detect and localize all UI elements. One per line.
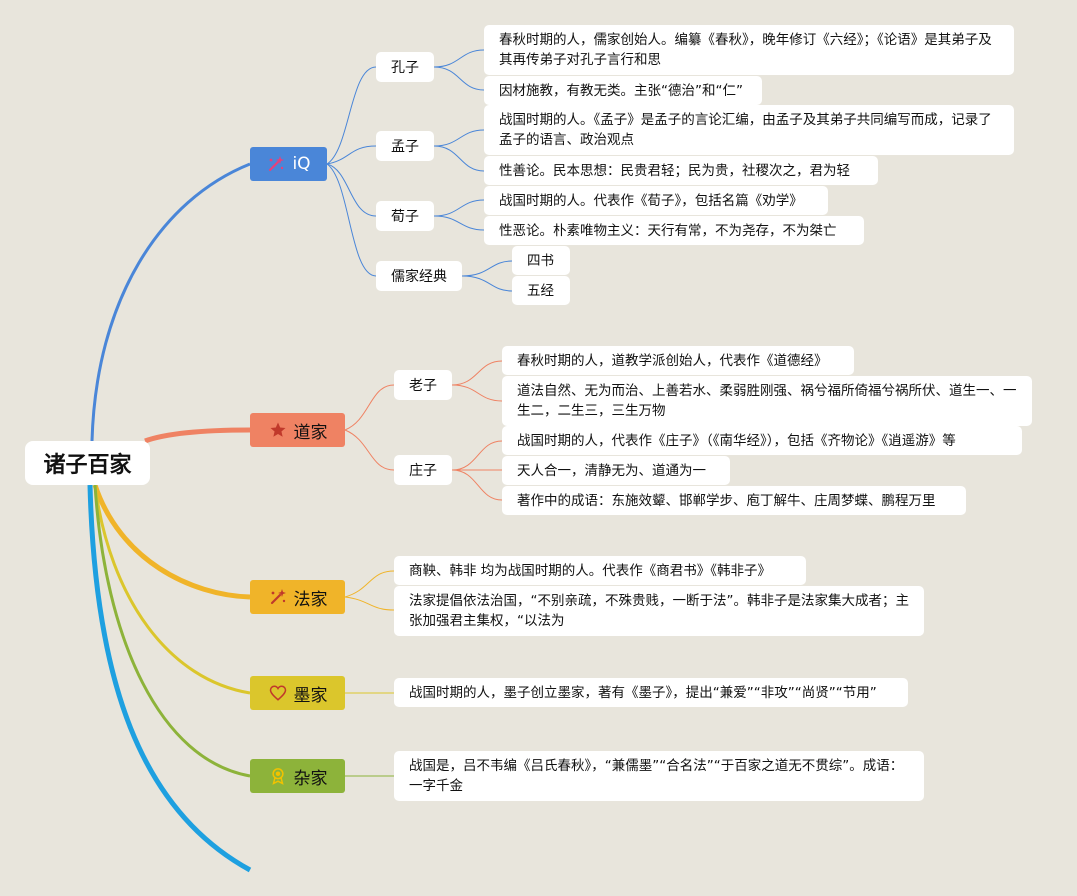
topic-label: 荀子: [391, 209, 419, 225]
category-node-za[interactable]: 杂家: [250, 759, 345, 793]
leaf-text: 战国时期的人。代表作《荀子》，包括名篇《劝学》: [499, 192, 803, 209]
leaf-zhuangzi-1[interactable]: 战国时期的人，代表作《庄子》（《南华经》），包括《齐物论》《逍遥游》等: [502, 426, 1022, 455]
leaf-laozi-1[interactable]: 春秋时期的人，道教学派创始人，代表作《道德经》: [502, 346, 854, 375]
topic-node-classics[interactable]: 儒家经典: [376, 261, 462, 291]
leaf-mengzi-1[interactable]: 战国时期的人。《孟子》是孟子的言论汇编，由孟子及其弟子共同编写而成，记录了孟子的…: [484, 105, 1014, 155]
leaf-text: 性善论。民本思想：民贵君轻；民为贵，社稷次之，君为轻: [499, 162, 850, 179]
link-root-mo: [93, 484, 251, 695]
leaf-text: 著作中的成语：东施效颦、邯郸学步、庖丁解牛、庄周梦蝶、鹏程万里: [517, 492, 936, 509]
leaf-text: 四书: [527, 252, 554, 269]
leaf-zhuangzi-2[interactable]: 天人合一，清静无为、道通为一: [502, 456, 730, 485]
link-root-extra: [87, 484, 252, 873]
link-root-za: [93, 484, 251, 778]
leaf-mo-1[interactable]: 战国时期的人，墨子创立墨家，著有《墨子》，提出“兼爱”“非攻”“尚贤”“节用”: [394, 678, 908, 707]
leaf-text: 春秋时期的人，道教学派创始人，代表作《道德经》: [517, 352, 828, 369]
sparkle-wand-icon: [266, 154, 286, 174]
star-icon: [268, 420, 288, 440]
link-root-fa: [92, 484, 251, 600]
topic-node-xunzi[interactable]: 荀子: [376, 201, 434, 231]
link-ru-kongzi: [326, 66, 377, 165]
leaf-kongzi-1[interactable]: 春秋时期的人，儒家创始人。编纂《春秋》，晚年修订《六经》；《论语》是其弟子及其再…: [484, 25, 1014, 75]
topic-node-zhuangzi[interactable]: 庄子: [394, 455, 452, 485]
leaf-kongzi-2[interactable]: 因材施教，有教无类。主张“德治”和“仁”: [484, 76, 762, 105]
topic-label: 庄子: [409, 463, 437, 479]
category-label-fa: 法家: [293, 589, 328, 610]
leaf-classics-1[interactable]: 四书: [512, 246, 570, 275]
topic-label: 儒家经典: [391, 269, 447, 285]
topic-label: 孔子: [391, 60, 419, 76]
leaf-fa-2[interactable]: 法家提倡依法治国，“不别亲疏，不殊贵贱，一断于法”。韩非子是法家集大成者；主张加…: [394, 586, 924, 636]
leaf-text: 战国时期的人，代表作《庄子》（《南华经》），包括《齐物论》《逍遥游》等: [517, 432, 956, 449]
category-label-dao: 道家: [293, 422, 328, 443]
category-label-mo: 墨家: [293, 685, 328, 706]
topic-node-laozi[interactable]: 老子: [394, 370, 452, 400]
category-label-ru: iQ: [292, 154, 311, 174]
leaf-text: 战国时期的人。《孟子》是孟子的言论汇编，由孟子及其弟子共同编写而成，记录了孟子的…: [499, 112, 992, 148]
medal-icon: [268, 766, 288, 786]
sparkle-wand-icon: [268, 587, 288, 607]
link-ru-xunzi: [326, 163, 377, 217]
leaf-mengzi-2[interactable]: 性善论。民本思想：民贵君轻；民为贵，社稷次之，君为轻: [484, 156, 878, 185]
link-fa-leaf-2: [344, 596, 395, 611]
leaf-text: 道法自然、无为而治、上善若水、柔弱胜刚强、祸兮福所倚福兮祸所伏、道生一、一生二，…: [517, 383, 1017, 419]
leaf-text: 战国是，吕不韦编《吕氏春秋》，“兼儒墨”“合名法”“于百家之道无不贯综”。成语：…: [409, 758, 904, 794]
leaf-text: 春秋时期的人，儒家创始人。编纂《春秋》，晚年修订《六经》；《论语》是其弟子及其再…: [499, 32, 992, 68]
link-ru-mengzi: [326, 145, 377, 165]
heart-icon: [268, 683, 288, 703]
leaf-classics-2[interactable]: 五经: [512, 276, 570, 305]
category-node-fa[interactable]: 法家: [250, 580, 345, 614]
leaf-za-1[interactable]: 战国是，吕不韦编《吕氏春秋》，“兼儒墨”“合名法”“于百家之道无不贯综”。成语：…: [394, 751, 924, 801]
link-ru-classics: [326, 163, 377, 277]
link-root-dao: [144, 427, 251, 444]
leaf-xunzi-1[interactable]: 战国时期的人。代表作《荀子》，包括名篇《劝学》: [484, 186, 828, 215]
topic-label: 老子: [409, 378, 437, 394]
category-label-za: 杂家: [293, 768, 328, 789]
leaf-xunzi-2[interactable]: 性恶论。朴素唯物主义：天行有常，不为尧存，不为桀亡: [484, 216, 864, 245]
root-node[interactable]: 诸子百家: [25, 441, 150, 485]
category-node-dao[interactable]: 道家: [250, 413, 345, 447]
leaf-laozi-2[interactable]: 道法自然、无为而治、上善若水、柔弱胜刚强、祸兮福所倚福兮祸所伏、道生一、一生二，…: [502, 376, 1032, 426]
category-node-ru[interactable]: iQ: [250, 147, 327, 181]
link-root-ru: [90, 162, 251, 442]
root-label: 诸子百家: [43, 453, 132, 478]
topic-label: 孟子: [391, 139, 419, 155]
link-fa-leaf-1: [344, 570, 395, 598]
category-node-mo[interactable]: 墨家: [250, 676, 345, 710]
leaf-text: 商鞅、韩非 均为战国时期的人。代表作《商君书》《韩非子》: [409, 562, 772, 579]
topic-node-mengzi[interactable]: 孟子: [376, 131, 434, 161]
link-dao-laozi: [344, 384, 395, 431]
leaf-text: 性恶论。朴素唯物主义：天行有常，不为尧存，不为桀亡: [499, 222, 837, 239]
leaf-zhuangzi-3[interactable]: 著作中的成语：东施效颦、邯郸学步、庖丁解牛、庄周梦蝶、鹏程万里: [502, 486, 966, 515]
leaf-text: 天人合一，清静无为、道通为一: [517, 462, 706, 479]
leaf-text: 五经: [527, 282, 554, 299]
leaf-text: 法家提倡依法治国，“不别亲疏，不殊贵贱，一断于法”。韩非子是法家集大成者；主张加…: [409, 593, 909, 629]
leaf-text: 战国时期的人，墨子创立墨家，著有《墨子》，提出“兼爱”“非攻”“尚贤”“节用”: [409, 684, 877, 701]
link-dao-zhuangzi: [344, 429, 395, 471]
leaf-fa-1[interactable]: 商鞅、韩非 均为战国时期的人。代表作《商君书》《韩非子》: [394, 556, 806, 585]
leaf-text: 因材施教，有教无类。主张“德治”和“仁”: [499, 82, 743, 99]
topic-node-kongzi[interactable]: 孔子: [376, 52, 434, 82]
